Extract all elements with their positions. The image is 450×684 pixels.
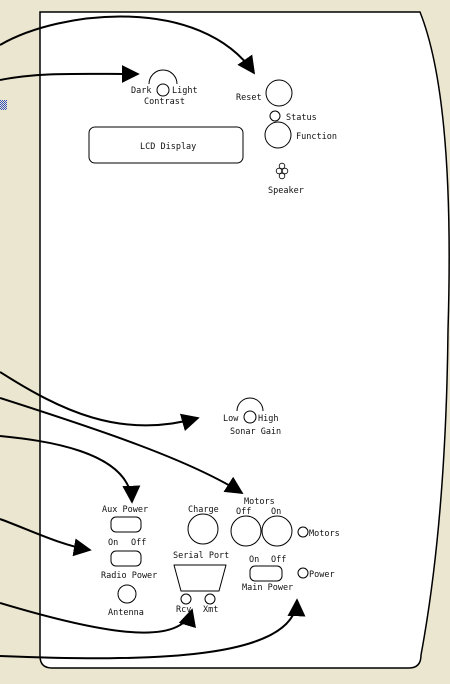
aux-power-switch[interactable] bbox=[110, 516, 142, 533]
motors-led bbox=[297, 526, 309, 538]
antenna-label: Antenna bbox=[108, 608, 144, 618]
callout-arrow-sonar bbox=[0, 371, 200, 432]
serial-port-connector bbox=[173, 564, 227, 592]
xmt-led bbox=[204, 593, 216, 605]
contrast-title: Contrast bbox=[144, 97, 185, 107]
speaker-label: Speaker bbox=[268, 186, 304, 196]
motors-off-label: Off bbox=[236, 507, 251, 517]
xmt-label: Xmt bbox=[203, 605, 218, 615]
callout-arrow-contrast bbox=[0, 64, 140, 83]
sonar-high-label: High bbox=[258, 414, 278, 424]
callout-arrow-serial-rcv bbox=[0, 602, 196, 634]
callout-arrow-radio-power bbox=[0, 518, 92, 557]
serial-port-label: Serial Port bbox=[173, 551, 229, 561]
motors-led-label: Motors bbox=[309, 529, 340, 539]
function-button[interactable] bbox=[264, 121, 292, 149]
sonar-gain-knob[interactable] bbox=[236, 397, 264, 424]
reset-button[interactable] bbox=[265, 79, 293, 107]
radio-off-label: Off bbox=[131, 538, 146, 548]
charge-label: Charge bbox=[188, 505, 219, 515]
motors-on-label: On bbox=[271, 507, 281, 517]
radio-power-switch[interactable] bbox=[110, 550, 142, 567]
antenna-connector bbox=[117, 584, 137, 604]
aux-power-label: Aux Power bbox=[102, 505, 148, 515]
callout-arrow-aux-power bbox=[0, 435, 141, 504]
status-label: Status bbox=[286, 113, 317, 123]
status-led bbox=[269, 110, 281, 122]
reset-label: Reset bbox=[236, 93, 262, 103]
power-led bbox=[297, 567, 309, 579]
sonar-low-label: Low bbox=[223, 414, 239, 424]
lcd-display-label: LCD Display bbox=[140, 142, 196, 152]
rcv-label: Rcv bbox=[176, 605, 191, 615]
contrast-dark-label: Dark bbox=[131, 86, 151, 96]
motors-group-label: Motors bbox=[244, 497, 275, 507]
main-power-switch[interactable] bbox=[249, 565, 283, 582]
charge-port bbox=[187, 513, 219, 545]
function-label: Function bbox=[296, 132, 337, 142]
contrast-knob[interactable] bbox=[148, 69, 178, 97]
motors-off-button[interactable] bbox=[230, 515, 262, 547]
callout-arrow-reset bbox=[0, 15, 256, 75]
contrast-light-label: Light bbox=[172, 86, 198, 96]
main-power-label: Main Power bbox=[242, 583, 293, 593]
radio-on-label: On bbox=[108, 538, 118, 548]
main-on-label: On bbox=[249, 555, 259, 565]
callout-arrow-main-power bbox=[0, 598, 306, 660]
rcv-led bbox=[180, 593, 192, 605]
panel-outline bbox=[39, 11, 450, 669]
speaker-icon bbox=[275, 162, 289, 180]
radio-power-label: Radio Power bbox=[101, 571, 157, 581]
power-led-label: Power bbox=[309, 570, 335, 580]
motors-on-button[interactable] bbox=[261, 515, 293, 547]
lcd-display bbox=[88, 126, 244, 164]
callout-arrow-motors bbox=[0, 397, 244, 494]
selection-marker bbox=[0, 100, 7, 110]
sonar-gain-title: Sonar Gain bbox=[230, 427, 281, 437]
main-off-label: Off bbox=[271, 555, 286, 565]
